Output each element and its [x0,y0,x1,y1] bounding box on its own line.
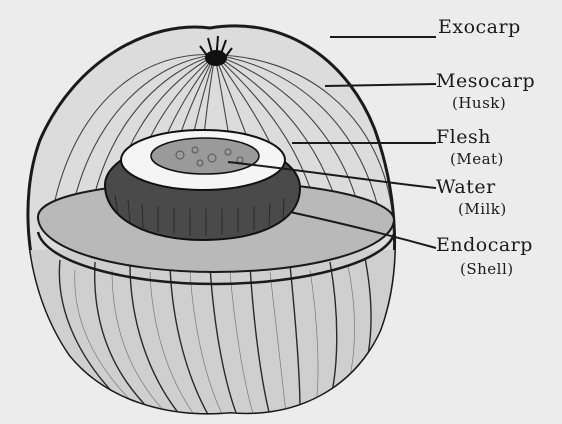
label-endocarp: Endocarp [436,236,533,255]
label-mesocarp: Mesocarp [436,72,535,91]
label-exocarp: Exocarp [438,18,521,37]
water-milk [151,138,259,174]
label-water: Water [436,178,496,197]
label-endocarp-note: (Shell) [460,262,514,277]
label-flesh-note: (Meat) [450,152,504,167]
label-flesh: Flesh [436,128,491,147]
label-water-note: (Milk) [458,202,507,217]
label-mesocarp-note: (Husk) [452,96,506,111]
